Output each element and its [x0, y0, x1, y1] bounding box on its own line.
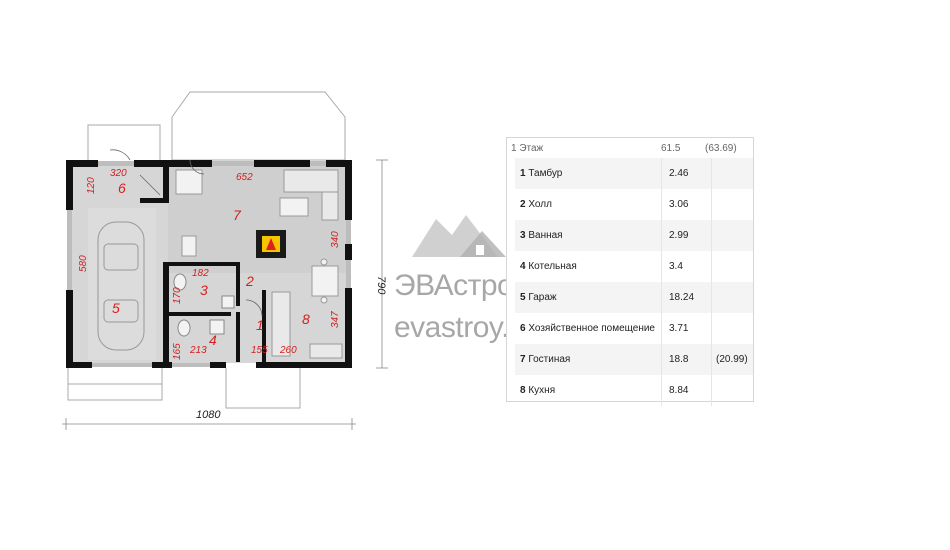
kitchen-counter: [271, 169, 343, 359]
overall-height: 790: [375, 276, 387, 295]
dim-170: 170: [172, 287, 183, 304]
floor-plan: 320 120 652 340 580 182 170 347 165 213 …: [62, 91, 388, 430]
dim-165: 165: [172, 343, 183, 360]
room-number-3: 3: [200, 282, 208, 298]
dim-347: 347: [330, 311, 341, 328]
room-number-4: 4: [209, 332, 217, 348]
room-number-8: 8: [302, 311, 310, 327]
dim-260: 260: [279, 345, 297, 356]
floor-total-area: 61.5: [661, 143, 681, 154]
windows: [67, 161, 351, 367]
table-row: 8 Кухня 8.84: [515, 375, 753, 406]
table-row: 5 Гараж 18.24: [515, 282, 753, 313]
dim-320: 320: [110, 168, 127, 179]
car: [97, 221, 145, 351]
dim-652: 652: [236, 172, 253, 183]
table-row: 2 Холл 3.06: [515, 189, 753, 220]
room-areas-table: 1 Этаж 61.5 (63.69) 1 Тамбур 2.46 2 Холл…: [506, 137, 754, 406]
table-row: 1 Тамбур 2.46: [515, 158, 753, 189]
bathroom-fixtures: [173, 273, 235, 337]
interior-walls: [140, 160, 266, 362]
dim-182: 182: [192, 268, 209, 279]
room-number-7: 7: [233, 207, 242, 223]
table-header: 1 Этаж 61.5 (63.69): [507, 138, 753, 158]
dim-340: 340: [330, 231, 341, 248]
floor-label: 1 Этаж: [511, 143, 544, 154]
room-number-6: 6: [118, 180, 126, 196]
dim-213: 213: [189, 345, 207, 356]
exterior-walls: [66, 160, 352, 368]
room-number-2: 2: [245, 273, 254, 289]
dim-580: 580: [78, 255, 89, 272]
room-number-5: 5: [112, 300, 120, 316]
dimension-lines: [62, 159, 388, 430]
floor-total-area-alt: (63.69): [705, 143, 737, 154]
dim-155: 155: [251, 345, 268, 356]
doors: [109, 149, 263, 317]
overall-width: 1080: [196, 409, 221, 421]
table-row: 4 Котельная 3.4: [515, 251, 753, 282]
furniture: [175, 169, 339, 304]
table-row: 6 Хозяйственное помещение 3.71: [515, 313, 753, 344]
fireplace: [256, 230, 286, 258]
table-row: 7 Гостиная 18.8(20.99): [515, 344, 753, 375]
room-number-1: 1: [256, 317, 264, 333]
table-row: 3 Ванная 2.99: [515, 220, 753, 251]
dim-120: 120: [86, 177, 97, 194]
